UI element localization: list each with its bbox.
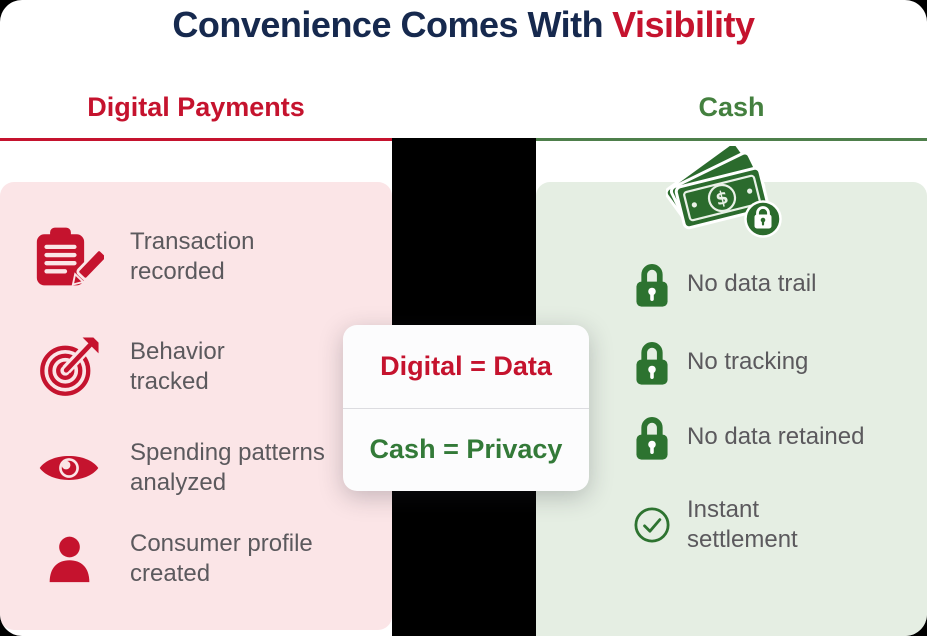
list-item-label: Consumer profile created — [130, 530, 313, 587]
cash-equals-privacy-text: Cash = Privacy — [369, 434, 563, 465]
list-item-label: Behavior tracked — [130, 338, 225, 395]
clipboard-pencil-icon — [34, 226, 104, 288]
list-item: No data retained — [536, 409, 927, 465]
list-item-label: No data trail — [687, 270, 817, 297]
cash-underline — [536, 138, 927, 141]
cash-panel: No data trail No tracking — [536, 182, 927, 636]
cash-heading: Cash — [698, 92, 765, 122]
padlock-icon — [633, 339, 671, 386]
digital-payments-panel: Transaction recorded Behavi — [0, 182, 392, 630]
list-item-label: Transaction recorded — [130, 228, 255, 285]
padlock-icon — [633, 414, 671, 461]
digital-underline — [0, 138, 392, 141]
list-item: No tracking — [536, 334, 927, 390]
card-divider — [343, 407, 589, 409]
list-item: Consumer profile created — [0, 524, 392, 594]
title-prefix: Convenience Comes With — [172, 4, 604, 45]
target-dart-icon — [34, 336, 104, 398]
digital-payments-heading: Digital Payments — [87, 92, 305, 122]
list-item-label: No data retained — [687, 423, 865, 450]
svg-text:$: $ — [714, 187, 731, 210]
padlock-icon — [633, 261, 671, 308]
banknotes-lock-icon: $ — [666, 146, 782, 238]
list-item: Behavior tracked — [0, 332, 392, 402]
list-item-label: No tracking — [687, 348, 809, 375]
check-circle-icon — [633, 504, 671, 546]
list-item: Instant settlement — [536, 490, 927, 560]
list-item: Spending patterns analyzed — [0, 433, 392, 503]
list-item-label: Spending patterns analyzed — [130, 439, 325, 496]
list-item: Transaction recorded — [0, 222, 392, 292]
list-item-label: Instant settlement — [687, 496, 798, 553]
digital-equals-data-text: Digital = Data — [380, 350, 552, 381]
comparison-card: Digital = Data Cash = Privacy — [343, 325, 589, 491]
person-icon — [34, 531, 104, 587]
title-highlight: Visibility — [612, 4, 755, 45]
list-item: No data trail — [536, 256, 927, 312]
eye-icon — [34, 448, 104, 488]
lock-badge-icon — [744, 200, 782, 238]
